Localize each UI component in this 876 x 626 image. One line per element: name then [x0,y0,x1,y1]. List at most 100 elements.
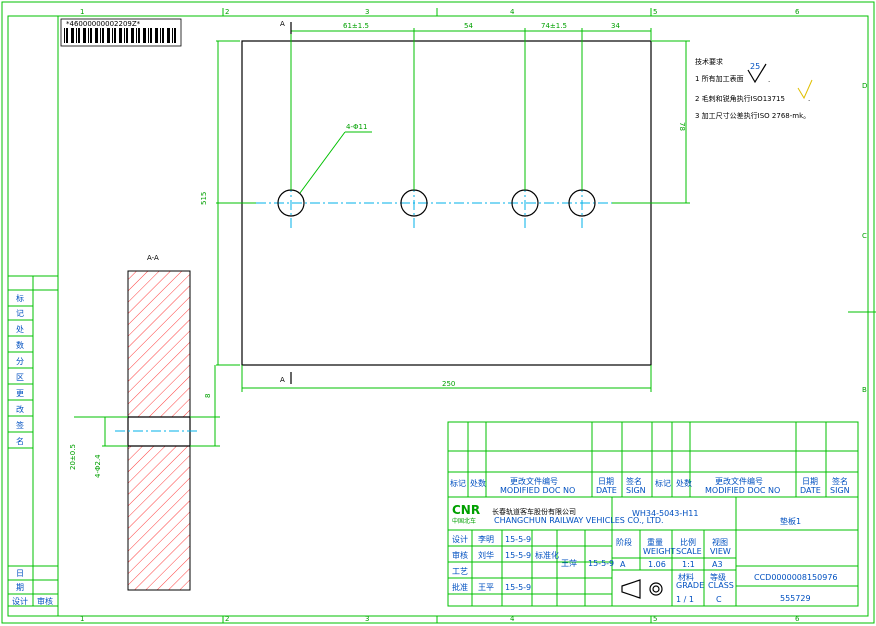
barcode-bar [112,28,113,43]
barcode-bar [107,28,110,43]
barcode-bar [119,28,122,43]
zone-num-bottom-1: 1 [80,615,84,623]
section-label: A-A [147,254,159,262]
tech-req-title: 技术要求 [695,57,723,66]
right-zone-ruler: D C B [848,82,876,394]
weight-value: 1.06 [648,560,666,569]
dim-top-3: 74±1.5 [541,22,567,30]
barcode-bar [138,28,140,43]
zone-num-bottom-3: 3 [365,615,369,623]
company-name-cn: 长春轨道客车股份有限公司 [492,507,576,516]
rev-header-docno: 更改文件编号 [510,476,558,486]
barcode-text: *46000000002209Z* [66,20,141,28]
barcode-bar [100,28,101,43]
tech-req-dot-2: . [808,95,810,103]
zone-letter-right-c: C [862,232,867,240]
stage-label: 阶段 [616,537,632,547]
technical-requirements: 技术要求 1 所有加工表面 25 . 2 毛刺和锐角执行ISO13715 . 3… [695,57,813,120]
class-value: C [716,595,722,604]
barcode-bar [148,28,149,43]
view-value: A3 [712,560,723,569]
person-role-1: 设计 [452,534,468,544]
company-name-en: CHANGCHUN RAILWAY VEHICLES CO., LTD. [494,516,664,525]
sidebar-label-9: 签 [16,420,24,430]
approve-name: 王萍 [561,558,577,568]
class-label: 等级 [710,572,726,582]
right-height-dimension: 78 [612,40,690,204]
sidebar-label-6: 区 [16,373,24,382]
roughness-symbol-2-icon [797,79,813,100]
dim-bottom-vertical: 8 [204,394,212,398]
barcode-bar [78,28,80,43]
barcode-bar [95,28,98,43]
section-hatch-top [127,270,191,418]
zone-num-top-6: 6 [795,8,800,16]
sidebar-label-13: 设计 [12,596,28,606]
weight-label-en: WEIGHT [643,547,676,556]
rev-header-docno-2: 更改文件编号 [715,476,763,486]
zone-num-top-2: 2 [225,8,229,16]
rev-header-date-2: 日期 [802,477,818,486]
section-view-a-a: A-A 20±0.5 4-Φ2.4 8 [69,254,220,591]
weight-label: 重量 [647,537,663,547]
dim-bottom-width: 250 [442,380,455,388]
view-label: 视图 [712,537,728,547]
barcode-bar [124,28,125,43]
rev-header-date: 日期 [598,477,614,486]
sidebar-label-10: 名 [16,436,24,446]
person-role-3: 工艺 [452,567,468,576]
sidebar-label-12: 期 [16,583,24,592]
tech-req-line-3: 3 加工尺寸公差执行ISO 2768-mk。 [695,111,810,120]
zone-num-bottom-5: 5 [653,615,657,623]
page-value: 1 / 1 [676,595,694,604]
section-hatch-bottom [127,445,191,591]
barcode-bar [64,28,65,43]
zone-num-bottom-4: 4 [510,615,515,623]
zone-num-top-1: 1 [80,8,84,16]
bottom-zone-ruler: 1 2 3 4 5 6 [80,615,800,623]
barcode-bar [155,28,158,43]
left-height-dimension: 515 [200,40,256,366]
dim-small-left: 20±0.5 [69,444,77,470]
barcode-bar [172,28,173,43]
rev-header-count-2: 处数 [676,478,692,488]
sidebar-label-4: 数 [16,340,24,350]
material-label: 材料 [678,572,694,582]
person-name-1: 李明 [478,534,494,544]
tech-req-line-2: 2 毛刺和锐角执行ISO13715 [695,94,785,103]
cut-label-bottom: A [280,376,285,384]
person-role-2: 审核 [452,550,468,560]
rev-header-sign-en-3: SIGN [830,486,850,495]
sidebar-label-3: 处 [16,324,24,334]
barcode-bar [83,28,86,43]
scale-label: 比例 [680,537,696,547]
projection-symbol-icon [621,579,663,599]
scale-value: 1:1 [682,560,695,569]
barcode-bar [174,28,176,43]
barcode-bar [88,28,89,43]
rev-header-mark: 标记 [450,478,466,488]
rev-header-docno-en-2: MODIFIED DOC NO [705,486,780,495]
zone-letter-right-d: D [862,82,867,90]
zone-letter-right-b: B [862,386,867,394]
sidebar-label-2: 记 [16,309,24,318]
person-date-4: 15-5-9 [505,583,531,592]
barcode-bar [150,28,152,43]
cut-label-top: A [280,20,285,28]
rev-header-date-en-2: DATE [800,486,821,495]
rev-header-sign: 签名 [626,476,642,486]
zone-num-top-5: 5 [653,8,657,16]
rev-header-count: 处数 [470,478,486,488]
company-logo: CNR [452,503,480,517]
sidebar-label-14: 审核 [37,596,53,606]
dim-top-4: 34 [611,22,620,30]
rev-header-date-en: DATE [596,486,617,495]
section-cut-markers: A A [280,20,292,384]
top-dimensions: 61±1.5 54 74±1.5 34 [290,22,652,190]
zone-num-top-3: 3 [365,8,369,16]
tech-req-line-1: 1 所有加工表面 [695,74,744,83]
sidebar-label-5: 分 [16,357,24,366]
zone-num-bottom-2: 2 [225,615,229,623]
bottom-width-dimension: 250 [241,365,652,392]
